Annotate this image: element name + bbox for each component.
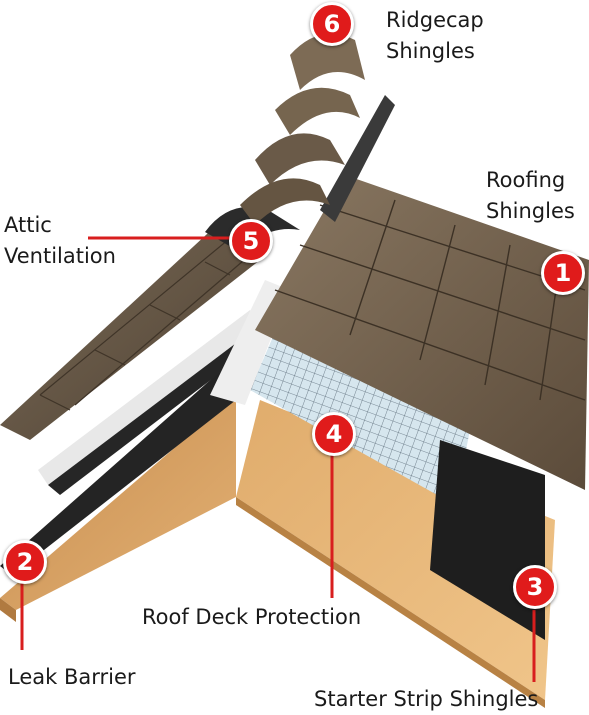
ridgecap-label-line2: Shingles	[386, 39, 475, 63]
roofing-label: Roofing Shingles	[486, 165, 575, 227]
attic-label-line2: Ventilation	[4, 244, 116, 268]
ridgecap-label-line1: Ridgecap	[386, 8, 484, 32]
right-deck-protection-mesh	[250, 332, 470, 505]
badge-roofing: 1	[541, 251, 585, 295]
badge-deck-protection: 4	[312, 412, 356, 456]
right-shingles	[255, 175, 589, 490]
roofing-label-line2: Shingles	[486, 199, 575, 223]
ridgecap-label: Ridgecap Shingles	[386, 5, 484, 67]
left-underlayment	[38, 310, 260, 495]
badge-leak-barrier: 2	[3, 540, 47, 584]
left-roof-deck	[0, 395, 236, 622]
left-shingles	[0, 222, 260, 440]
badge-starter-strip: 3	[513, 565, 557, 609]
roofing-label-line1: Roofing	[486, 168, 566, 192]
ridgecap-shingles	[240, 33, 365, 225]
deck-protection-label: Roof Deck Protection	[142, 605, 362, 629]
attic-label: Attic Ventilation	[4, 210, 116, 272]
starter-strip-label: Starter Strip Shingles	[314, 687, 539, 711]
leader-lines	[20, 236, 536, 682]
right-roof-deck	[236, 400, 555, 708]
badge-attic: 5	[229, 219, 273, 263]
badge-ridgecap: 6	[310, 2, 354, 46]
leak-barrier-label: Leak Barrier	[8, 665, 136, 689]
left-leak-barrier	[0, 345, 250, 575]
attic-label-line1: Attic	[4, 213, 52, 237]
